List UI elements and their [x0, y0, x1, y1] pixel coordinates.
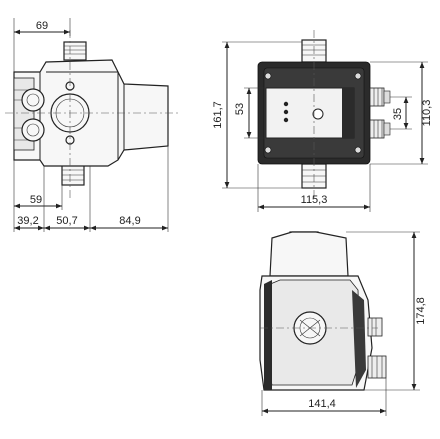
front-view-led-1	[283, 101, 289, 107]
side-view: 174,8 141,4	[259, 231, 427, 416]
dim-left-seg-c: 84,9	[119, 215, 140, 227]
left-view-top-fitting	[63, 41, 87, 61]
dim-front-height-panel: 53	[234, 103, 246, 115]
left-view: 69 59 39,2 50,7 84,9	[5, 18, 178, 232]
side-view-gland-upper	[367, 317, 383, 337]
front-view: 161,7 53 110,3 35 115,3	[212, 30, 433, 212]
front-view-panel	[265, 87, 355, 139]
side-view-cap	[269, 231, 349, 277]
front-view-screw-br	[354, 146, 362, 154]
side-view-gland-lower	[367, 355, 387, 379]
dim-side-width: 141,4	[308, 398, 336, 410]
front-view-screw-tr	[354, 72, 362, 80]
left-view-bottom-fitting	[61, 164, 85, 186]
front-view-gland-upper	[369, 87, 391, 107]
front-view-reset-button	[312, 108, 324, 120]
left-view-gland-upper	[21, 88, 45, 112]
dim-left-seg-b: 50,7	[56, 215, 77, 227]
dim-left-inner-width: 59	[30, 194, 42, 206]
dim-left-seg-a: 39,2	[17, 215, 38, 227]
dim-front-height-right-inner: 35	[392, 108, 404, 120]
left-view-gland-lower	[21, 118, 45, 142]
front-view-led-2	[283, 109, 289, 115]
front-view-led-3	[283, 117, 289, 123]
dim-front-width: 115,3	[301, 194, 328, 206]
dim-left-top-width: 69	[36, 20, 48, 32]
dim-front-height-total: 161,7	[212, 101, 224, 129]
front-view-screw-bl	[264, 146, 272, 154]
dim-side-height: 174,8	[415, 297, 427, 325]
front-view-screw-tl	[264, 72, 272, 80]
front-view-gland-lower	[369, 119, 391, 139]
dim-front-height-right-outer: 110,3	[421, 100, 433, 127]
